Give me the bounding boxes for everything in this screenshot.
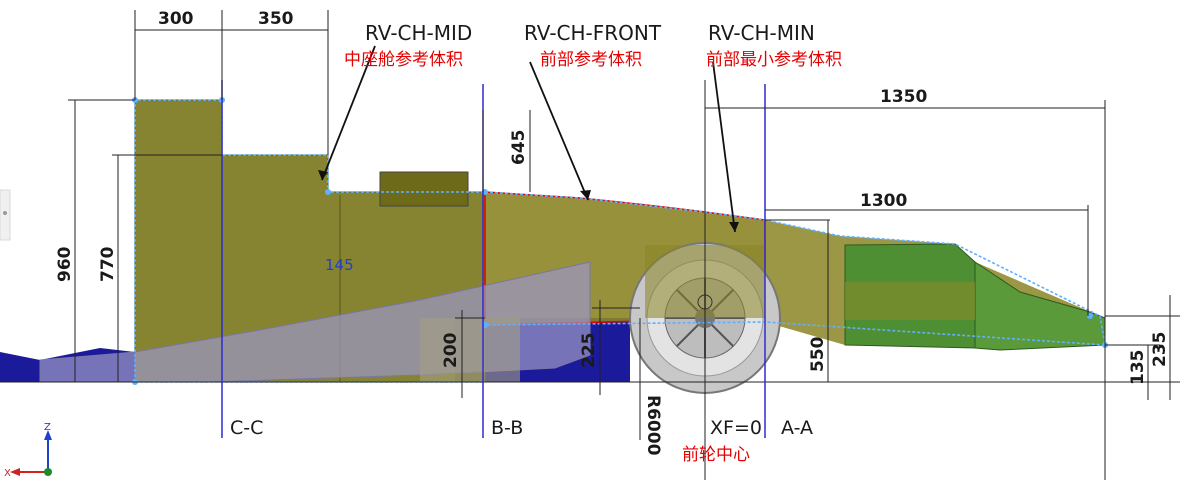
dim-550: 550	[808, 336, 828, 372]
origin-dot-icon	[44, 468, 52, 476]
vertex-points	[132, 97, 1108, 385]
dim-350: 350	[258, 9, 294, 29]
dim-770: 770	[98, 246, 118, 282]
dim-960: 960	[55, 246, 75, 282]
axis-triad: Z X	[4, 422, 52, 479]
dim-1350: 1350	[880, 87, 927, 107]
dimension-lines	[68, 10, 1180, 480]
label-min-code: RV-CH-MIN	[708, 21, 815, 45]
z-arrow-icon	[44, 430, 52, 440]
label-min-cn: 前部最小参考体积	[706, 50, 842, 70]
dim-1300: 1300	[860, 191, 907, 211]
callout-leaders	[321, 45, 736, 233]
section-label-c: C-C	[230, 417, 263, 439]
callout-arrowheads	[318, 170, 739, 232]
section-label-a: A-A	[781, 417, 813, 439]
dim-300: 300	[158, 9, 194, 29]
label-wheel-center-cn: 前轮中心	[682, 445, 750, 465]
dim-645: 645	[509, 130, 529, 166]
label-mid-cn: 中座舱参考体积	[344, 50, 463, 70]
nose-overlap	[845, 282, 975, 320]
section-label-b: B-B	[491, 417, 523, 439]
axis-x-label: X	[4, 468, 11, 479]
dim-135: 135	[1128, 350, 1148, 386]
label-xf-zero: XF=0	[710, 417, 762, 439]
dim-225: 225	[579, 333, 599, 369]
dim-145: 145	[325, 256, 354, 274]
dim-r6000: R6000	[643, 395, 663, 456]
dim-235: 235	[1150, 332, 1170, 368]
mid-volume-block	[379, 171, 469, 207]
axis-z-label: Z	[44, 422, 51, 433]
dim-200: 200	[441, 332, 461, 368]
label-front-cn: 前部参考体积	[540, 50, 642, 70]
sidepod-inner	[420, 318, 520, 382]
x-arrow-icon	[10, 468, 20, 476]
handle-dot-icon	[3, 211, 7, 215]
label-mid-code: RV-CH-MID	[365, 21, 472, 45]
label-front-code: RV-CH-FRONT	[524, 21, 662, 45]
